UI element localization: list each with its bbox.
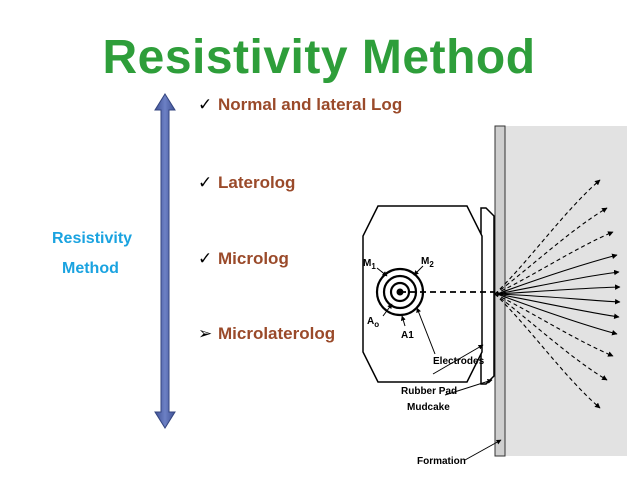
arrow-bullet-icon: ➢	[198, 324, 213, 343]
side-label-line2: Method	[62, 260, 119, 277]
list-item: ➢ Microlaterolog	[198, 324, 335, 344]
label-a0: A	[367, 316, 374, 327]
check-icon: ✓	[198, 173, 213, 192]
check-icon: ✓	[198, 249, 213, 268]
label-electrodes: Electrodes	[433, 356, 485, 367]
svg-text:M2: M2	[421, 256, 434, 269]
list-item: ✓ Microlog	[198, 249, 289, 269]
label-m2: M	[421, 256, 429, 267]
list-item-label: Microlaterolog	[218, 324, 336, 343]
label-rubber-pad: Rubber Pad	[401, 386, 457, 397]
list-item-label: Microlog	[218, 249, 289, 268]
svg-text:Ao: Ao	[367, 316, 379, 329]
label-a1: A1	[401, 330, 414, 341]
side-label-line1: Resistivity	[52, 230, 133, 247]
current-lines	[494, 179, 621, 409]
list-item-label: Laterolog	[218, 173, 296, 192]
list-item-label: Normal and lateral Log	[218, 95, 403, 114]
slide-title: Resistivity Method	[102, 31, 536, 84]
label-m1-sub: 1	[371, 262, 376, 271]
label-m2-sub: 2	[429, 260, 434, 269]
label-mudcake: Mudcake	[407, 402, 450, 413]
list-item: ✓ Normal and lateral Log	[198, 95, 402, 115]
label-a0-sub: o	[374, 320, 379, 329]
label-m1: M	[363, 258, 371, 269]
mudcake-layer	[494, 125, 506, 457]
formation-block	[503, 126, 627, 456]
label-formation: Formation	[417, 456, 466, 467]
check-icon: ✓	[198, 95, 213, 114]
microlaterolog-diagram: M1 M2 Ao A1 Electrodes Rubber Pad Mudcak…	[362, 125, 627, 467]
svg-text:M1: M1	[363, 258, 376, 271]
list-item: ✓ Laterolog	[198, 173, 295, 193]
double-arrow-icon	[154, 93, 176, 429]
